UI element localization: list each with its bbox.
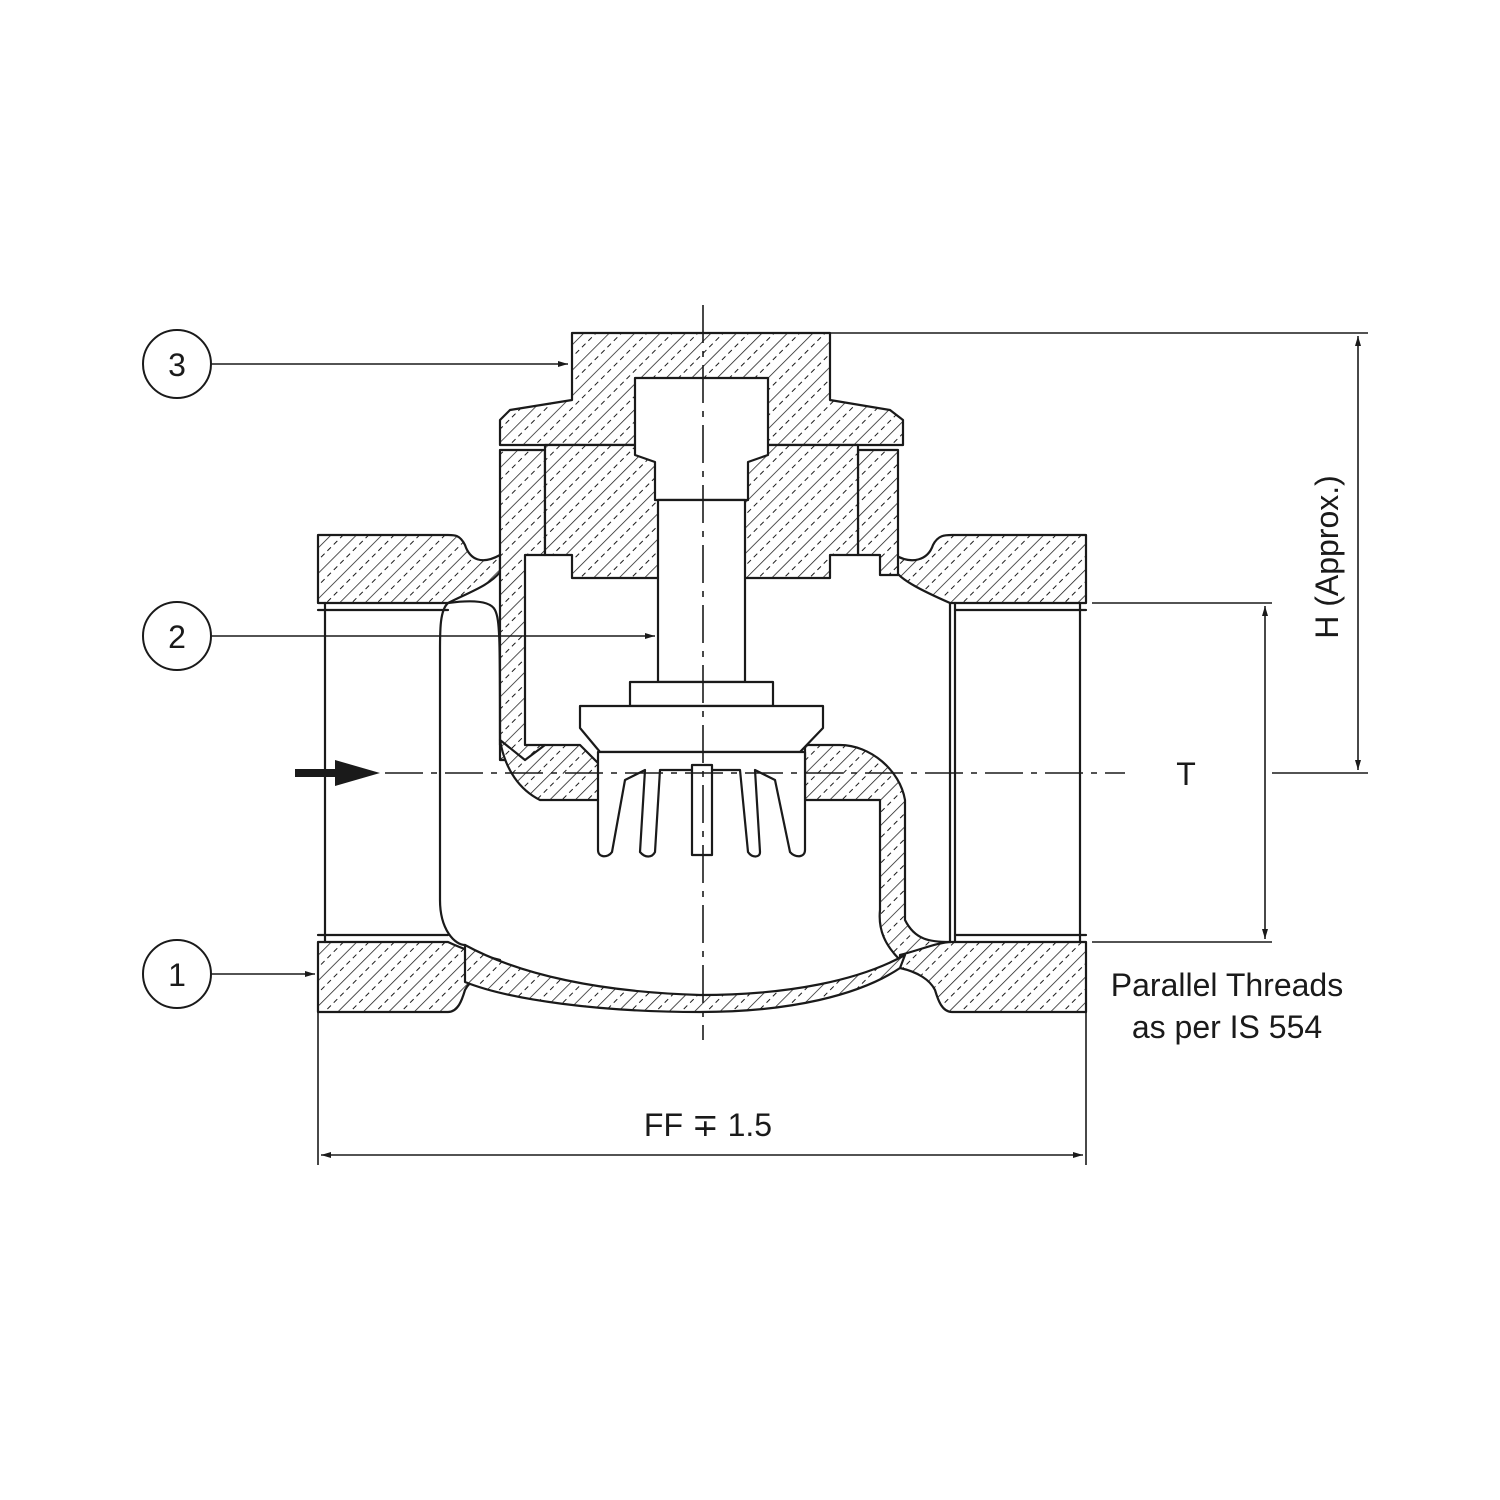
disc-head	[578, 704, 825, 754]
disc-guide-wings	[596, 750, 807, 858]
flow-direction-arrow-icon	[295, 760, 380, 786]
face-to-face-label: FF ∓ 1.5	[644, 1107, 772, 1143]
body-neck-left	[498, 448, 547, 762]
body-bottom-belly	[463, 943, 907, 1014]
body-thread-lines	[316, 608, 1088, 937]
height-dimension-label: H (Approx.)	[1309, 475, 1345, 639]
body-bottom-right-end	[898, 940, 1088, 1014]
bonnet-guide-bore	[633, 376, 770, 502]
callout-1-label: 1	[168, 957, 186, 993]
disc-stem	[656, 498, 747, 684]
body-top-right-end	[893, 533, 1088, 605]
disc-guide-pin	[690, 763, 714, 857]
callout-3: 3	[142, 329, 568, 399]
valve-body	[316, 448, 1088, 1014]
body-top-left-end	[316, 533, 502, 605]
body-neck-right	[856, 448, 900, 577]
dimension-thread-size	[1092, 602, 1272, 943]
disc-assembly	[578, 498, 825, 858]
dimension-height	[830, 332, 1368, 774]
thread-size-label: T	[1176, 756, 1196, 792]
body-partition	[498, 738, 602, 802]
callout-3-label: 3	[168, 347, 186, 383]
body-seat-right	[803, 743, 952, 962]
callout-2: 2	[142, 601, 655, 671]
thread-note-line-1: Parallel Threads	[1111, 967, 1343, 1003]
callout-2-label: 2	[168, 619, 186, 655]
callout-1: 1	[142, 939, 315, 1009]
disc-collar	[628, 680, 775, 708]
body-inlet-chamber	[438, 600, 502, 947]
thread-note-line-2: as per IS 554	[1132, 1009, 1322, 1045]
dimension-face-to-face	[317, 1012, 1087, 1165]
